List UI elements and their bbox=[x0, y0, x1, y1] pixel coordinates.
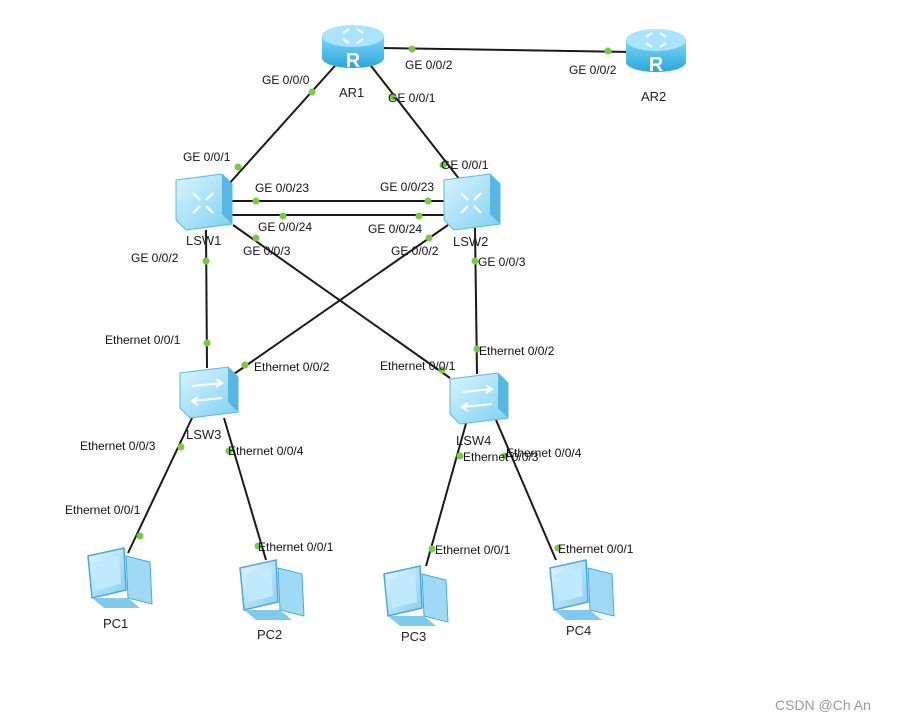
watermark: CSDN @Ch An bbox=[775, 697, 871, 713]
port-label: Ethernet 0/0/2 bbox=[479, 344, 555, 358]
link-lsw3-pc2 bbox=[223, 417, 267, 561]
port-label: Ethernet 0/0/1 bbox=[380, 359, 456, 373]
switch-lsw4[interactable] bbox=[449, 372, 509, 425]
port-dot bbox=[241, 361, 249, 369]
port-label: GE 0/0/23 bbox=[255, 181, 309, 195]
port-label: Ethernet 0/0/1 bbox=[65, 503, 141, 517]
port-dot bbox=[279, 212, 287, 220]
port-dot bbox=[389, 93, 397, 101]
port-label: GE 0/0/2 bbox=[405, 58, 453, 72]
port-dot bbox=[408, 45, 416, 53]
port-label: Ethernet 0/0/1 bbox=[105, 333, 181, 347]
switch-lsw2[interactable] bbox=[443, 173, 501, 231]
pc-pc4[interactable] bbox=[549, 559, 615, 620]
pc-icon bbox=[554, 610, 602, 620]
port-dot bbox=[177, 443, 185, 451]
port-dot bbox=[202, 257, 210, 265]
port-label: Ethernet 0/0/2 bbox=[254, 360, 330, 374]
port-dot bbox=[415, 212, 423, 220]
link-ar1-lsw1 bbox=[227, 57, 343, 186]
router-icon: R bbox=[649, 54, 664, 76]
port-dot bbox=[428, 545, 436, 553]
link-lsw1-lsw3 bbox=[205, 229, 208, 369]
link-lsw1-lsw4 bbox=[232, 224, 451, 379]
port-dot bbox=[473, 345, 481, 353]
port-label: GE 0/0/0 bbox=[262, 73, 310, 87]
pc-pc3[interactable] bbox=[383, 565, 449, 626]
port-dot bbox=[252, 197, 260, 205]
device-label-pc1: PC1 bbox=[103, 616, 128, 631]
port-label: GE 0/0/2 bbox=[391, 244, 439, 258]
device-label-ar1: AR1 bbox=[339, 85, 364, 100]
device-label-lsw1: LSW1 bbox=[186, 233, 221, 248]
port-label: Ethernet 0/0/1 bbox=[558, 542, 634, 556]
port-dot bbox=[501, 452, 509, 460]
port-label: Ethernet 0/0/3 bbox=[80, 439, 156, 453]
device-label-lsw3: LSW3 bbox=[186, 427, 221, 442]
links bbox=[127, 47, 633, 567]
port-dot bbox=[471, 257, 479, 265]
port-label: GE 0/0/3 bbox=[243, 244, 291, 258]
port-dot bbox=[424, 197, 432, 205]
port-dot bbox=[136, 532, 144, 540]
port-label: Ethernet 0/0/1 bbox=[435, 543, 511, 557]
switch-icon bbox=[460, 192, 482, 214]
port-dots bbox=[136, 45, 612, 553]
switch-lsw3[interactable] bbox=[179, 366, 239, 419]
pc-pc2[interactable] bbox=[239, 559, 305, 620]
device-label-lsw4: LSW4 bbox=[456, 433, 491, 448]
switch-arrows-icon bbox=[190, 378, 224, 406]
link-lsw4-pc4 bbox=[495, 419, 557, 561]
port-label: GE 0/0/1 bbox=[388, 91, 436, 105]
port-dot bbox=[203, 339, 211, 347]
port-dot bbox=[439, 161, 447, 169]
port-label: GE 0/0/24 bbox=[258, 220, 312, 234]
port-label: GE 0/0/1 bbox=[441, 158, 489, 172]
pc-icon bbox=[388, 616, 436, 626]
port-dot bbox=[308, 88, 316, 96]
router-icon: R bbox=[346, 50, 361, 72]
port-label: GE 0/0/1 bbox=[183, 150, 231, 164]
port-dot bbox=[225, 447, 233, 455]
link-lsw3-pc1 bbox=[127, 417, 193, 554]
router-ar2[interactable]: R bbox=[626, 29, 686, 76]
port-label: GE 0/0/2 bbox=[131, 251, 179, 265]
port-dot bbox=[254, 542, 262, 550]
port-dot bbox=[438, 366, 446, 374]
port-label: GE 0/0/23 bbox=[380, 180, 434, 194]
pc-icon bbox=[244, 610, 292, 620]
link-ar1-lsw2 bbox=[367, 61, 461, 181]
port-label: GE 0/0/2 bbox=[569, 63, 617, 77]
port-dot bbox=[456, 452, 464, 460]
port-dot bbox=[604, 47, 612, 55]
link-lsw4-pc3 bbox=[425, 419, 468, 567]
port-label: Ethernet 0/0/1 bbox=[258, 540, 334, 554]
port-label: GE 0/0/3 bbox=[478, 255, 526, 269]
link-lsw2-lsw3 bbox=[233, 224, 449, 375]
port-label: Ethernet 0/0/4 bbox=[228, 444, 304, 458]
pc-icon bbox=[92, 598, 140, 608]
router-ar1[interactable]: R bbox=[322, 25, 384, 72]
device-label-pc2: PC2 bbox=[257, 627, 282, 642]
port-dot bbox=[425, 234, 433, 242]
port-label: Ethernet 0/0/3 bbox=[463, 450, 539, 464]
switch-lsw1[interactable] bbox=[175, 173, 233, 231]
device-label-lsw2: LSW2 bbox=[453, 234, 488, 249]
pc-pc1[interactable] bbox=[87, 547, 153, 608]
device-label-pc4: PC4 bbox=[566, 623, 591, 638]
port-dot bbox=[234, 163, 242, 171]
switch-icon bbox=[192, 192, 214, 214]
port-label: Ethernet 0/0/4 bbox=[506, 446, 582, 460]
port-dot bbox=[554, 544, 562, 552]
device-label-ar2: AR2 bbox=[641, 89, 666, 104]
switch-arrows-icon bbox=[460, 384, 494, 412]
port-label: GE 0/0/24 bbox=[368, 222, 422, 236]
port-dot bbox=[252, 234, 260, 242]
link-ar1-ar2 bbox=[379, 47, 633, 53]
device-label-pc3: PC3 bbox=[401, 629, 426, 644]
